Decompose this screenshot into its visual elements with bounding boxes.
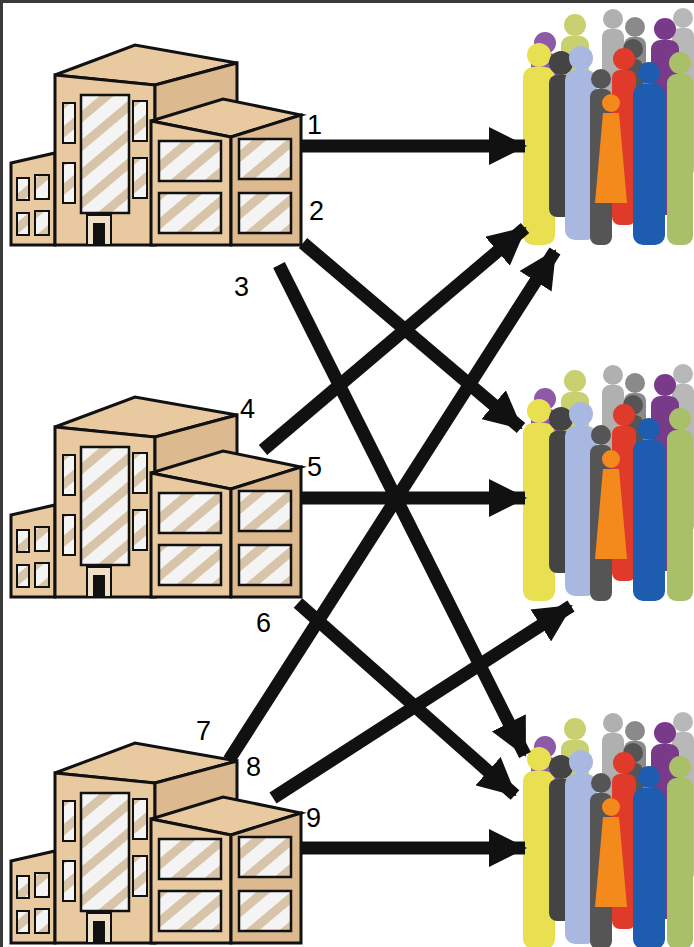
factory-building — [11, 743, 301, 943]
callout-number: 8 — [246, 752, 261, 782]
callout-number: 9 — [306, 803, 321, 833]
flow-arrows — [301, 842, 525, 855]
flow-arrows — [301, 492, 525, 505]
flow-arrows — [301, 140, 525, 153]
callout-number: 2 — [309, 196, 324, 226]
callout-number: 4 — [240, 394, 255, 424]
customer-crowd — [523, 364, 694, 601]
callout-number: 1 — [307, 110, 322, 140]
customer-crowd — [523, 712, 694, 947]
callout-number: 6 — [256, 608, 271, 638]
flow-arrows — [263, 228, 525, 450]
callout-number: 5 — [307, 452, 322, 482]
customer-crowd — [523, 8, 694, 245]
flow-arrows — [229, 146, 571, 848]
flow-arrows — [273, 606, 571, 798]
callout-number: 7 — [196, 716, 211, 746]
callout-number: 3 — [234, 272, 249, 302]
flow-arrows — [303, 243, 521, 428]
factory-building — [11, 45, 301, 245]
factory-building — [11, 397, 301, 597]
illustration — [3, 3, 694, 947]
flow-arrows — [229, 251, 555, 760]
